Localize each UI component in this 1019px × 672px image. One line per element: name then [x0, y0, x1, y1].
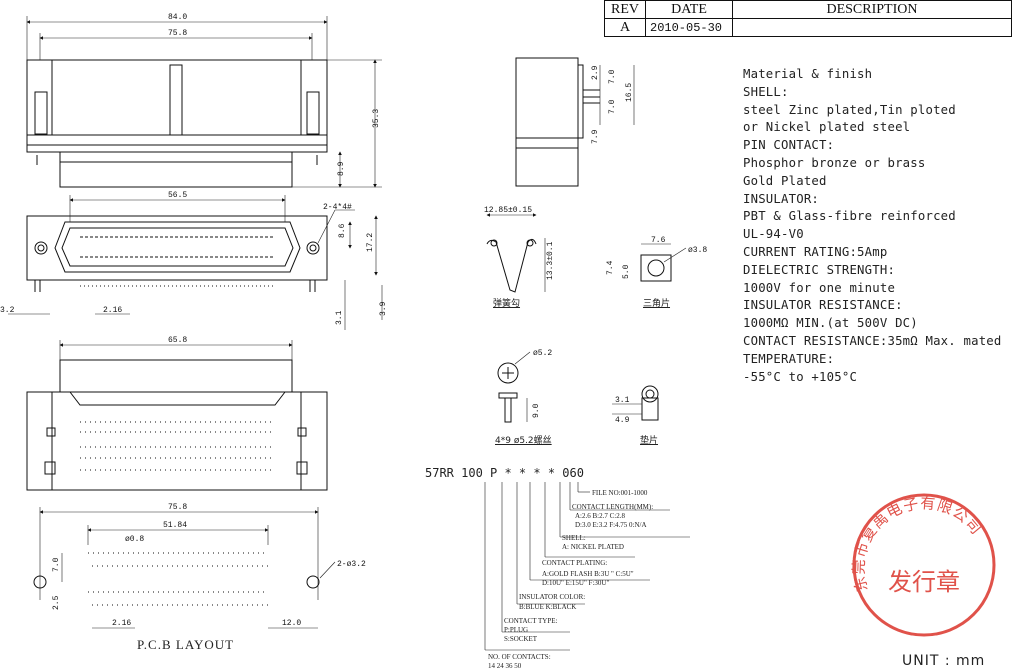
top-view: [26, 59, 328, 188]
spring-clip: 12.85±0.15 13.3±0.1: [484, 206, 555, 293]
dim-pin-a: 3.2: [0, 306, 15, 315]
dim-pcb-row: 7.0: [52, 557, 61, 572]
side-view: 2.9 7.0 16.5 7.0 7.9: [515, 57, 635, 187]
spec-line: steel Zinc plated,Tin ploted: [743, 102, 956, 117]
dim-bottom-width: 65.8: [168, 336, 187, 345]
dim-tri-h2: 5.0: [622, 264, 631, 279]
dim-washer-a: 3.1: [615, 396, 630, 405]
dim-side-c: 16.5: [625, 83, 634, 102]
dim-front-h1: 8.6: [338, 223, 347, 238]
contact-plating-2: D:10U" E:15U" F:30U": [542, 579, 610, 587]
front-view: [26, 215, 328, 292]
dim-front-h2: 17.2: [366, 233, 375, 252]
spec-line: PBT & Glass-fibre reinforced: [743, 209, 956, 224]
contact-type: CONTACT TYPE:: [504, 617, 558, 625]
dim-front-width: 56.5: [168, 191, 187, 200]
dim-height-total: 35.3: [372, 109, 381, 128]
dim-tri-w: 7.6: [651, 236, 666, 245]
spec-line: CURRENT RATING:5Amp: [743, 244, 888, 259]
contact-length: CONTACT LENGTH(MM):: [572, 503, 654, 511]
file-no: FILE NO:001-1000: [592, 489, 648, 497]
dim-side-a: 2.9: [591, 65, 600, 80]
triangle-label: 三角片: [643, 299, 671, 309]
description-value: [732, 18, 1012, 37]
spec-line: UL-94-V0: [743, 227, 804, 242]
contact-length-1: A:2.6 B:2.7 C:2.8: [575, 512, 625, 520]
contact-type-2: S:SOCKET: [504, 635, 538, 643]
top-view-dimensions: 84.0 75.8 35.3 8.9: [26, 13, 382, 188]
insulator-color: INSULATOR COLOR:: [519, 593, 586, 601]
spec-line: SHELL:: [743, 84, 789, 99]
pcb-layout: 75.8 51.84 ø0.8 2-ø3.2 7.0 2.5 2.16 12.0: [33, 503, 366, 629]
screw-label: 4*9 ø5.2螺丝: [495, 436, 552, 446]
contact-plating: CONTACT PLATING:: [542, 559, 608, 567]
dim-washer-b: 4.9: [615, 416, 630, 425]
dim-pcb-row2: 2.5: [52, 595, 61, 610]
spec-line: TEMPERATURE:: [743, 351, 835, 366]
shell-1: A: NICKEL PLATED: [562, 543, 624, 551]
contact-plating-1: A:GOLD FLASH B:3U " C:5U": [542, 570, 634, 578]
part-number-tree: [484, 482, 690, 651]
dim-pitch: 2.16: [103, 306, 122, 315]
revision-table: REV DATE DESCRIPTION A 2010-05-30: [604, 0, 1012, 37]
spec-line: INSULATOR:: [743, 191, 820, 206]
dim-pcb-inner: 51.84: [163, 521, 187, 530]
unit-label: UNIT : mm: [902, 653, 986, 669]
contact-length-2: D:3.0 E:3.2 F:4.75 0:N/A: [575, 521, 647, 529]
spec-line: 1000MΩ MIN.(at 500V DC): [743, 316, 918, 331]
spec-line: DIELECTRIC STRENGTH:: [743, 262, 896, 277]
spec-line: Material & finish: [743, 67, 873, 81]
bottom-view: [26, 359, 328, 491]
spec-line: PIN CONTACT:: [743, 138, 835, 153]
bottom-view-dimensions: 65.8: [59, 336, 293, 360]
spec-line: Gold Plated: [743, 173, 827, 188]
spring-label: 弹簧勾: [493, 299, 521, 309]
stamp-center: 发行章: [888, 568, 960, 596]
insulator-color-1: B:BLUE K:BLACK: [519, 603, 577, 611]
dim-side-e: 7.9: [591, 129, 600, 144]
dim-screw-d: ø5.2: [533, 349, 552, 358]
dim-h4: 3.9: [379, 301, 388, 316]
no-of-contacts-1: 14 24 36 50: [488, 662, 522, 670]
spec-line: INSULATOR RESISTANCE:: [743, 298, 903, 313]
contact-type-1: P:PLUG: [504, 626, 529, 634]
triangle-plate: 7.6 ø3.8 7.4 5.0: [606, 236, 707, 282]
dim-screw-len: 9.0: [532, 403, 541, 418]
dim-spring-w: 12.85±0.15: [484, 206, 532, 215]
washer-label: 垫片: [640, 436, 659, 446]
spec-line: or Nickel plated steel: [743, 120, 911, 135]
dim-pcb-edge: 12.0: [282, 619, 301, 628]
spec-line: CONTACT RESISTANCE:35mΩ Max. mated: [743, 333, 1002, 348]
dim-top-overall: 84.0: [168, 13, 187, 22]
specifications: Material & finish SHELL: steel Zinc plat…: [743, 66, 1002, 386]
part-number-code: 57RR 100 P * * * * 060: [425, 466, 584, 480]
dim-spring-h: 13.3±0.1: [546, 241, 555, 280]
date-value: 2010-05-30: [645, 18, 733, 37]
screw: ø5.2 9.0: [497, 349, 552, 423]
washer: 3.1 4.9: [612, 385, 659, 425]
dim-side-b: 7.0: [608, 69, 617, 84]
dim-height-lower: 8.9: [337, 161, 346, 176]
dim-pcb-pitch: 2.16: [112, 619, 131, 628]
dim-pcb-width: 75.8: [168, 503, 187, 512]
dim-pcb-hole: ø0.8: [125, 535, 144, 544]
company-stamp: 东莞市复禹电子有限公司 发行章: [850, 493, 996, 637]
no-of-contacts: NO. OF CONTACTS:: [488, 653, 551, 661]
spec-line: -55°C to +105°C: [743, 369, 858, 384]
dim-h3: 3.1: [335, 310, 344, 325]
dim-top-inner: 75.8: [168, 29, 187, 38]
dim-pcb-mount: 2-ø3.2: [337, 560, 366, 569]
shell: SHELL:: [562, 534, 586, 542]
dim-holes: 2-4*4#: [323, 203, 352, 212]
dim-tri-h1: 7.4: [606, 260, 615, 275]
front-view-dimensions: 56.5 2-4*4# 8.6 17.2 3.2 2.16 3.1 3.9: [0, 191, 388, 330]
pcb-layout-label: P.C.B LAYOUT: [137, 637, 235, 652]
dim-tri-hole: ø3.8: [688, 246, 707, 255]
dim-side-d: 7.0: [608, 99, 617, 114]
spec-line: Phosphor bronze or brass: [743, 155, 926, 170]
spec-line: 1000V for one minute: [743, 280, 896, 295]
